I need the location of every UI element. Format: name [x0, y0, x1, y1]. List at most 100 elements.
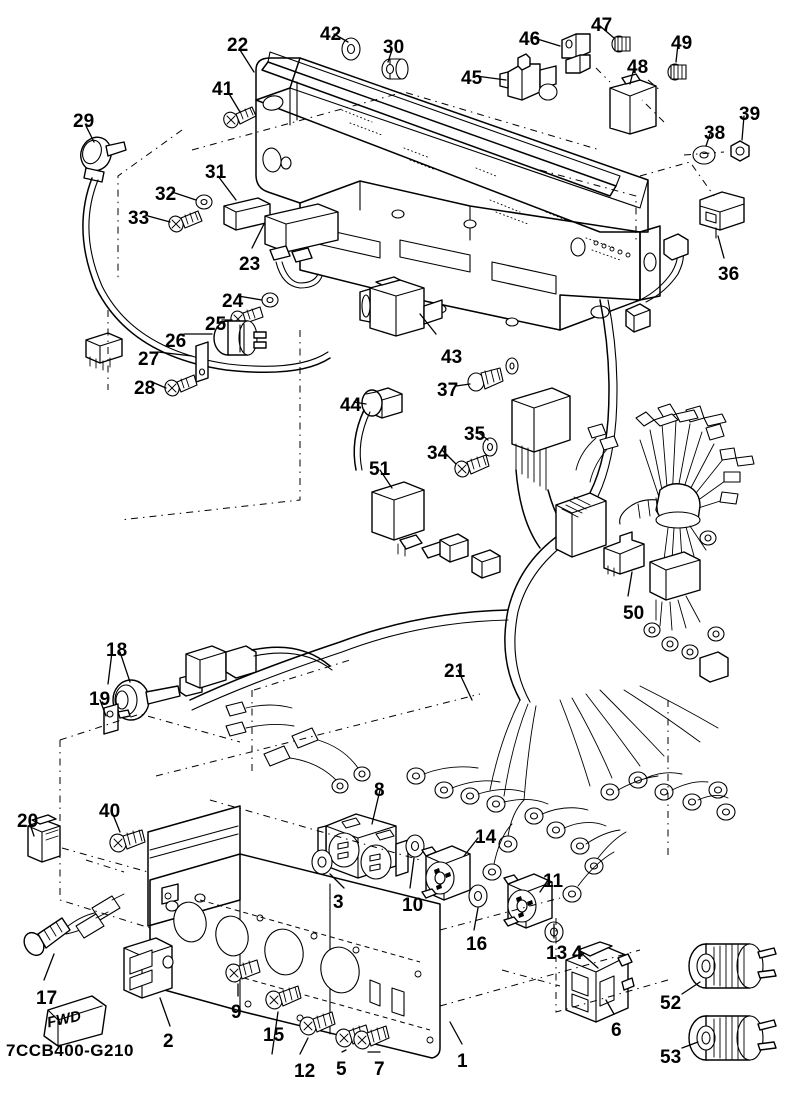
callout-50: 50	[623, 603, 645, 624]
callout-27: 27	[138, 349, 160, 370]
connector-36	[699, 191, 745, 239]
callout-5: 5	[336, 1059, 347, 1080]
callout-15: 15	[263, 1025, 285, 1046]
sub-harness-left	[179, 645, 371, 794]
plug-17	[23, 893, 125, 957]
callout-7: 7	[374, 1059, 385, 1080]
callout-42: 42	[320, 24, 342, 45]
plug-52	[688, 943, 777, 989]
control-panel-plate	[147, 805, 441, 1059]
fwd-arrow	[43, 995, 107, 1047]
callout-49: 49	[671, 33, 693, 54]
callout-19: 19	[89, 689, 111, 710]
main-wire-harness	[189, 233, 755, 711]
callout-25: 25	[205, 314, 227, 335]
screw-33	[168, 210, 203, 233]
upper-panel-housing	[255, 51, 661, 331]
callout-23: 23	[239, 254, 261, 275]
callout-17: 17	[36, 988, 58, 1009]
callout-37: 37	[437, 380, 459, 401]
receptacle-8	[317, 813, 409, 880]
connector-left	[85, 332, 123, 371]
callout-29: 29	[73, 111, 95, 132]
washer-3	[311, 849, 333, 875]
connector-50	[603, 531, 645, 577]
callout-47: 47	[591, 15, 613, 36]
nut-39	[730, 140, 750, 162]
callout-2: 2	[163, 1031, 174, 1052]
switch-43	[359, 276, 443, 337]
wire-fan-upper	[635, 403, 755, 511]
callout-45: 45	[461, 68, 483, 89]
screw-47	[611, 35, 631, 53]
callout-33: 33	[128, 208, 150, 229]
washer-42	[341, 37, 361, 61]
receptacle-cover-2	[123, 937, 174, 999]
washer-35	[482, 437, 498, 457]
callout-21: 21	[444, 661, 466, 682]
washer-37b	[505, 357, 519, 375]
callout-10: 10	[402, 895, 424, 916]
relay-48	[609, 73, 657, 135]
sensor-26	[213, 320, 267, 356]
screw-37	[467, 367, 504, 392]
bracket-46	[561, 33, 591, 74]
harness-hub	[619, 483, 701, 529]
callout-28: 28	[134, 378, 156, 399]
leader-lines	[29, 25, 745, 1055]
switch-45	[499, 53, 558, 101]
callout-38: 38	[704, 123, 726, 144]
callout-6: 6	[611, 1020, 622, 1041]
callout-24: 24	[222, 291, 244, 312]
callout-53: 53	[660, 1047, 682, 1068]
callout-4: 4	[572, 943, 583, 964]
washer-24	[261, 292, 279, 308]
callout-26: 26	[165, 331, 187, 352]
callout-13: 13	[546, 943, 568, 964]
callout-30: 30	[383, 37, 405, 58]
callout-8: 8	[374, 780, 385, 801]
callout-46: 46	[519, 29, 541, 50]
diagram-code-label: 7CCB400-G210	[6, 1041, 134, 1060]
screw-34	[454, 454, 490, 478]
callout-31: 31	[205, 162, 227, 183]
callout-51: 51	[369, 459, 391, 480]
connector-4pin-right	[625, 303, 651, 333]
callout-52: 52	[660, 993, 682, 1014]
callout-41: 41	[212, 79, 234, 100]
callout-32: 32	[155, 184, 177, 205]
callout-11: 11	[543, 871, 564, 892]
collar-30	[381, 58, 409, 80]
callout-9: 9	[231, 1002, 242, 1023]
screw-7	[353, 1025, 390, 1050]
callout-39: 39	[739, 104, 761, 125]
branch-connectors	[439, 533, 501, 579]
module-23	[264, 203, 339, 289]
switch-20	[27, 814, 61, 863]
grommet-29	[80, 136, 127, 183]
harness-connector-mid	[511, 387, 573, 549]
callout-35: 35	[464, 424, 486, 445]
grommet-18	[112, 679, 181, 721]
screw-12	[299, 1011, 336, 1036]
callout-34: 34	[427, 443, 449, 464]
screw-28	[164, 374, 198, 397]
callout-12: 12	[294, 1061, 316, 1082]
receptacle-11	[503, 873, 553, 929]
screw-40	[109, 829, 146, 853]
callout-36: 36	[718, 264, 740, 285]
terminal-19	[103, 703, 131, 735]
callout-40: 40	[99, 801, 121, 822]
grommet-block	[555, 492, 607, 558]
washer-16	[468, 884, 488, 908]
washer-32	[195, 194, 213, 210]
callout-18: 18	[106, 640, 128, 661]
ring-terminals	[406, 685, 736, 903]
callout-20: 20	[17, 811, 39, 832]
washer-38	[692, 145, 716, 165]
lower-branch	[643, 525, 729, 683]
receptacle-14	[421, 845, 471, 901]
bullet-terminals-mid	[575, 423, 619, 483]
